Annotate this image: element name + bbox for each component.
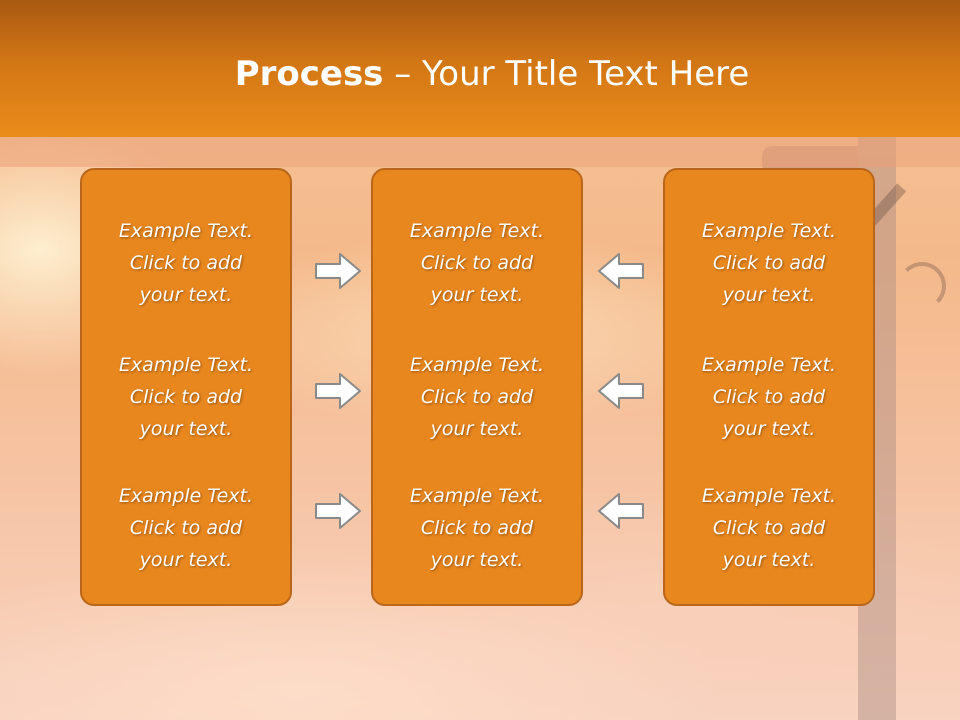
arrow-right-icon [315, 253, 361, 289]
arrow-right-icon [315, 373, 361, 409]
pole-silhouette-curl [898, 262, 946, 310]
example-text[interactable]: Example Text. Click to add your text. [701, 220, 837, 306]
slide-title[interactable]: Process – Your Title Text Here [0, 52, 960, 96]
slide-title-bold: Process [234, 54, 384, 94]
example-text[interactable]: Example Text. Click to add your text. [409, 354, 545, 440]
arrow-left-icon [598, 253, 644, 289]
example-text[interactable]: Example Text. Click to add your text. [118, 220, 254, 306]
arrow-left-icon [598, 373, 644, 409]
process-box-left[interactable]: Example Text. Click to add your text. Ex… [80, 168, 292, 606]
example-text[interactable]: Example Text. Click to add your text. [118, 354, 254, 440]
process-box-right[interactable]: Example Text. Click to add your text. Ex… [663, 168, 875, 606]
slide-title-rest: – Your Title Text Here [383, 54, 750, 94]
example-text[interactable]: Example Text. Click to add your text. [701, 485, 837, 571]
example-text[interactable]: Example Text. Click to add your text. [118, 485, 254, 571]
example-text[interactable]: Example Text. Click to add your text. [409, 485, 545, 571]
process-box-center[interactable]: Example Text. Click to add your text. Ex… [371, 168, 583, 606]
example-text[interactable]: Example Text. Click to add your text. [409, 220, 545, 306]
title-bar [0, 0, 960, 137]
example-text[interactable]: Example Text. Click to add your text. [701, 354, 837, 440]
arrow-left-icon [598, 493, 644, 529]
arrow-right-icon [315, 493, 361, 529]
title-band [0, 137, 960, 167]
